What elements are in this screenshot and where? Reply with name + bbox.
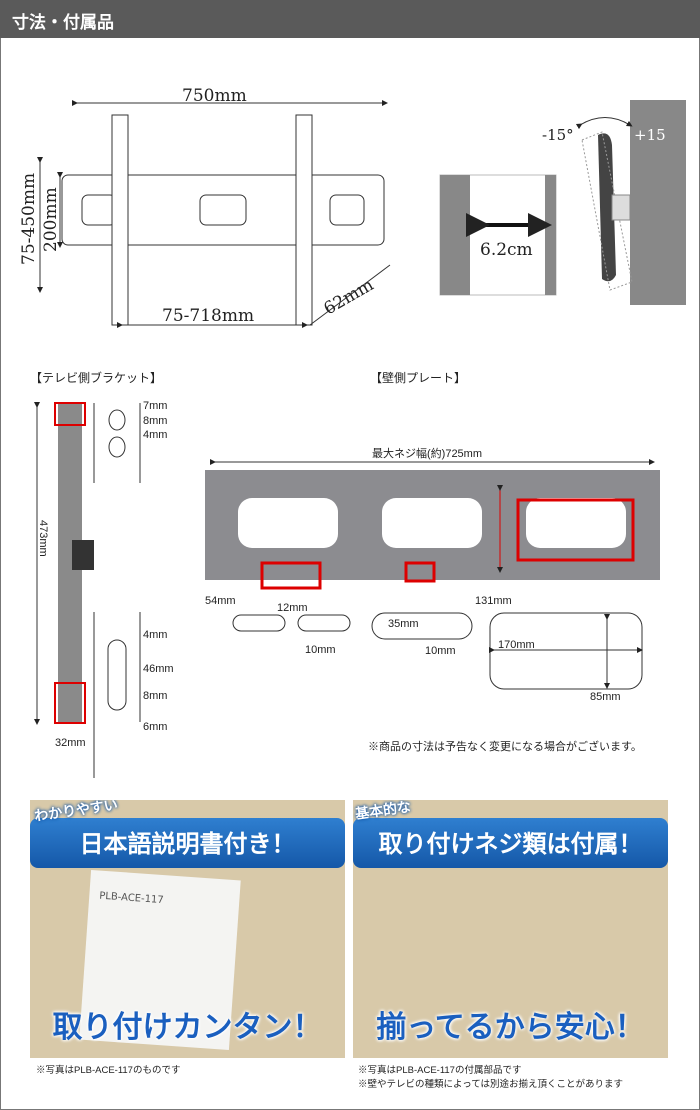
bottom-detail-1: 4mm [143, 629, 167, 641]
bottom-detail-4: 6mm [143, 721, 167, 733]
top-detail-2: 8mm [143, 415, 167, 427]
headline-bubble: 取り付けネジ類は付属！ [353, 818, 668, 868]
profile-drawing [439, 174, 557, 296]
headline: 日本語説明書付き！ [79, 830, 296, 858]
top-detail-3: 4mm [143, 429, 167, 441]
headline-bubble: 日本語説明書付き！ [30, 818, 345, 868]
manual-photo-panel: PLB-ACE-117 日本語説明書付き！ わかりやすい 取り付けカンタン！ [30, 800, 345, 1058]
big-slogan: 取り付けカンタン！ [52, 1010, 323, 1045]
vesa-horizontal-label: 75-718mm [162, 306, 254, 326]
caption: ※写真はPLB-ACE-117の付属部品です [358, 1065, 522, 1076]
caption: ※写真はPLB-ACE-117のものです [36, 1065, 181, 1076]
slot-height-label: 10mm [305, 644, 336, 656]
mount-front-drawing [61, 114, 385, 326]
edge-label: 54mm [205, 595, 236, 607]
bracket-width-label: 32mm [55, 737, 86, 749]
bottom-detail-2: 46mm [143, 663, 174, 675]
vertical-label: 131mm [475, 595, 512, 607]
caption: ※壁やテレビの種類によっては別途お揃え頂くことがあります [358, 1079, 624, 1090]
hole-width-label: 170mm [498, 639, 535, 651]
section-title: 寸法・付属品 [12, 13, 114, 33]
profile-label: 6.2cm [480, 240, 533, 260]
headline: 取り付けネジ類は付属！ [378, 830, 643, 858]
bottom-detail-3: 8mm [143, 690, 167, 702]
max-screw-width-label: 最大ネジ幅(約)725mm [372, 446, 482, 460]
big-slogan: 揃ってるから安心！ [376, 1010, 645, 1045]
slot-gap-label: 12mm [277, 602, 308, 614]
height-label: 200mm [41, 187, 61, 252]
wall-plate-drawing [205, 459, 660, 690]
section-header: 寸法・付属品 [0, 0, 700, 38]
hole-height-label: 85mm [590, 691, 621, 703]
tilt-minus-label: -15° [542, 126, 574, 144]
bracket-length-label: 473mm [37, 520, 49, 557]
slot-length-label: 35mm [388, 618, 419, 630]
dimension-note: ※商品の寸法は予告なく変更になる場合がございます。 [368, 739, 642, 753]
width-label: 750mm [182, 86, 247, 106]
manual-model: PLB-ACE-117 [98, 890, 165, 907]
depth-label: 62mm [321, 275, 378, 319]
slot-height2-label: 10mm [425, 645, 456, 657]
dimension-diagrams: 750mm 75-450mm 200mm 75-718mm 62mm 6.2cm… [19, 86, 686, 778]
wall-plate-title: 【壁側プレート】 [370, 370, 466, 385]
tv-bracket-drawing [34, 402, 141, 778]
vesa-vertical-label: 75-450mm [19, 173, 39, 265]
tv-bracket-title: 【テレビ側ブラケット】 [30, 370, 162, 385]
screws-photo-panel: 取り付けネジ類は付属！ 基本的な 揃ってるから安心！ [353, 800, 668, 1058]
top-detail-1: 7mm [143, 400, 167, 412]
tilt-plus-label: +15 [634, 126, 666, 144]
tilt-drawing [575, 100, 686, 305]
